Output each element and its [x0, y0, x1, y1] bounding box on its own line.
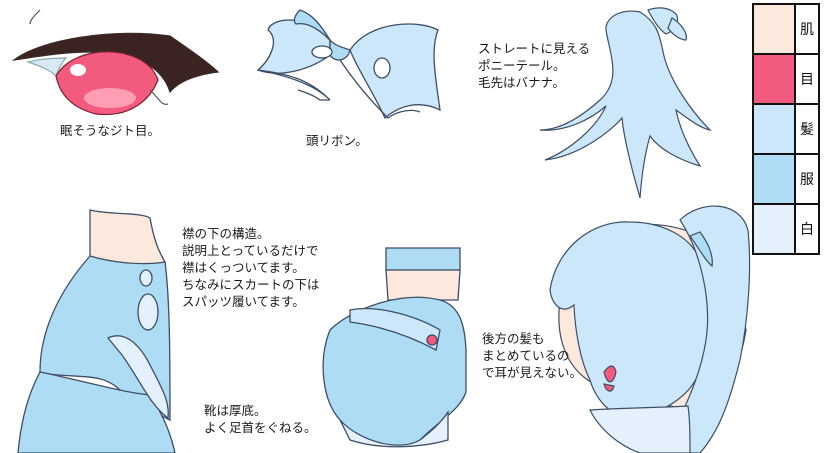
palette-swatch-skin: [754, 5, 796, 53]
note-eye: 眠そうなジト目。: [60, 123, 161, 138]
note-shoes: 靴は厚底。 よく足首をぐねる。: [204, 403, 317, 435]
ribbon-drawing: [256, 9, 441, 120]
shoe-drawing: [322, 247, 467, 448]
note-collar: 襟の下の構造。 説明上とっているだけで 襟はくっついてます。 ちなみにスカートの…: [182, 226, 320, 309]
palette-label-eye: 目: [800, 72, 814, 88]
eye-drawing: [11, 9, 220, 116]
note-ribbon: 頭リボン。: [306, 133, 368, 148]
palette-row-hair: 髪: [754, 105, 818, 155]
palette-row-white: 白: [754, 205, 818, 253]
palette-label-clothes: 服: [800, 172, 814, 188]
ponytail-drawing: [539, 7, 712, 199]
color-palette: 肌 目 髪 服 白: [752, 3, 820, 255]
hair-back-drawing: [549, 205, 751, 453]
palette-label-white: 白: [800, 222, 814, 238]
palette-swatch-clothes: [754, 155, 796, 203]
note-hair-back: 後方の髪も まとめているの で耳が見えない。: [482, 331, 583, 380]
collar-drawing: [17, 209, 176, 453]
palette-swatch-hair: [754, 105, 796, 153]
palette-swatch-eye: [754, 55, 796, 103]
palette-label-hair: 髪: [800, 122, 814, 138]
palette-swatch-white: [754, 205, 796, 253]
palette-label-skin: 肌: [800, 22, 814, 38]
note-ponytail: ストレートに見える ポニーテール。 毛先はバナナ。: [478, 41, 591, 90]
palette-row-clothes: 服: [754, 155, 818, 205]
palette-row-skin: 肌: [754, 5, 818, 55]
palette-row-eye: 目: [754, 55, 818, 105]
